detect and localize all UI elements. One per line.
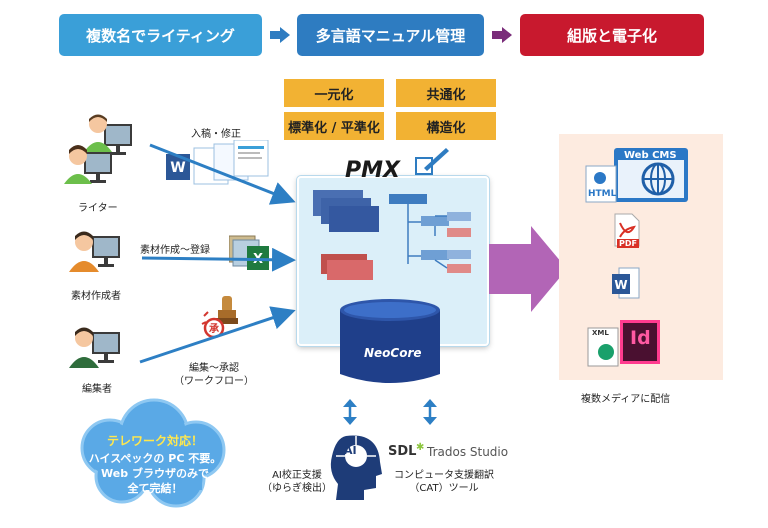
ai-icon-label: AI [344, 444, 357, 457]
submit-label: 入稿・修正 [191, 129, 241, 140]
sdl-star-icon: ✱ [416, 442, 425, 453]
ai-caption-line2: （ゆらぎ検出） [262, 483, 332, 494]
editor-label: 編集者 [82, 384, 112, 395]
flow-step-manual-management: 多言語マニュアル管理 [297, 14, 484, 56]
writer-label: ライター [78, 203, 118, 214]
cloud-line3: 全て完結！ [127, 482, 183, 495]
sdl-product: Trados Studio [427, 445, 509, 459]
xml-indesign-icon [587, 320, 660, 367]
tag-centralization: 一元化 [284, 79, 384, 107]
cat-caption-line2: （CAT）ツール [409, 483, 479, 494]
webcms-html-icon [585, 148, 688, 203]
webcms-label: Web CMS [624, 150, 677, 161]
word-documents-icon: W [166, 140, 269, 185]
word-file-icon: W [612, 267, 640, 299]
creator-icon [69, 231, 120, 272]
approve-label-line1: 編集～承認 [189, 363, 239, 374]
telework-cloud [80, 398, 226, 508]
tag-commonization: 共通化 [396, 79, 496, 107]
cat-caption-line1: コンピュータ支援翻訳 [394, 470, 494, 481]
cloud-line2: Web ブラウザのみで [101, 467, 209, 480]
flow-arrow-1 [270, 27, 290, 43]
sdl-brand: SDL [388, 444, 417, 459]
register-label: 素材作成～登録 [140, 245, 210, 256]
image-excel-icon: X [229, 235, 269, 270]
flow-step-typesetting: 組版と電子化 [520, 14, 704, 56]
tag-standardization: 標準化 / 平準化 [284, 112, 384, 140]
pmx-title: PMX [345, 158, 400, 183]
xml-label: XML [592, 329, 609, 337]
pen-icon [415, 148, 449, 175]
ai-caption-line1: AI校正支援 [272, 470, 322, 481]
output-arrow [489, 226, 567, 312]
pmx-content-graphic [313, 190, 471, 280]
creator-label: 素材作成者 [71, 291, 121, 302]
neocore-database-icon [340, 299, 440, 383]
cloud-title: テレワーク対応！ [106, 434, 203, 448]
cloud-line1: ハイスペックの PC 不要。 [88, 452, 222, 465]
svg-text:W: W [614, 278, 627, 292]
writer-group-icon [64, 114, 132, 184]
output-caption: 複数メディアに配信 [581, 394, 671, 405]
pdf-file-icon [614, 213, 640, 247]
svg-text:承: 承 [209, 323, 219, 335]
editor-icon [69, 327, 120, 368]
pdf-label: PDF [617, 239, 639, 248]
ai-sync-arrow [343, 399, 357, 425]
neocore-label: NeoCore [364, 346, 422, 360]
ai-head-icon [330, 435, 382, 500]
indesign-label: Id [630, 327, 651, 349]
flow-step-writing: 複数名でライティング [59, 14, 262, 56]
flow-arrow-2 [492, 27, 512, 43]
html-label: HTML [588, 189, 617, 199]
cat-sync-arrow [423, 399, 437, 425]
tag-structuring: 構造化 [396, 112, 496, 140]
svg-text:W: W [170, 160, 185, 176]
approve-label-line2: （ワークフロー） [174, 376, 254, 387]
